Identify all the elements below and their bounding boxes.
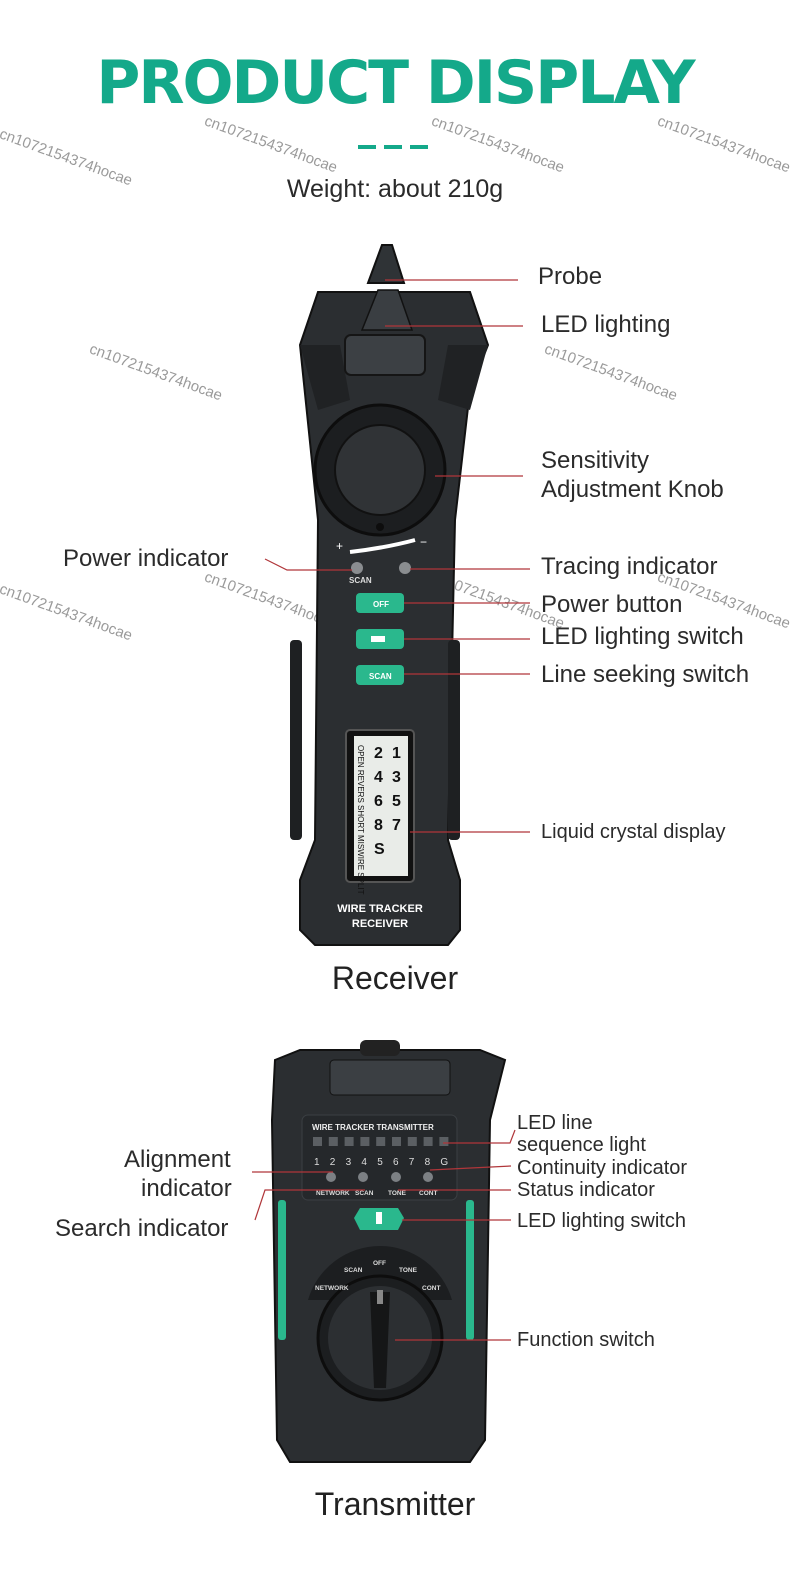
label-status: Status indicator bbox=[517, 1179, 655, 1201]
svg-text:SCAN: SCAN bbox=[349, 576, 372, 585]
led-number: 7 bbox=[409, 1157, 415, 1168]
receiver-caption: Receiver bbox=[331, 960, 459, 996]
label-tracing-indicator: Tracing indicator bbox=[541, 553, 718, 580]
label-knob-line2: Adjustment Knob bbox=[541, 476, 724, 503]
lcd-digit: 7 bbox=[392, 817, 401, 834]
lcd-digit: 4 bbox=[374, 769, 383, 786]
svg-text:WIRE TRACKER: WIRE TRACKER bbox=[337, 903, 423, 915]
led-number: 5 bbox=[377, 1157, 383, 1168]
svg-text:OFF: OFF bbox=[373, 1260, 386, 1267]
led-sequence-light bbox=[344, 1137, 354, 1146]
label-continuity: Continuity indicator bbox=[517, 1157, 688, 1179]
svg-text:RECEIVER: RECEIVER bbox=[352, 918, 408, 930]
receiver-illustration: + − SCAN OFF SCAN 1 3 5 7 2 4 6 8S OPEN REVERS … bbox=[264, 244, 530, 946]
label-led-switch: LED lighting switch bbox=[541, 623, 744, 650]
label-led-line-1: LED line bbox=[517, 1112, 593, 1134]
svg-text:−: − bbox=[420, 535, 427, 549]
label-alignment-1: Alignment bbox=[124, 1146, 231, 1173]
lcd-digit: 3 bbox=[392, 769, 401, 786]
title-divider bbox=[358, 145, 428, 149]
label-alignment-2: indicator bbox=[141, 1175, 232, 1202]
svg-text:OPEN REVERS SHORT MISWIRE SPLI: OPEN REVERS SHORT MISWIRE SPLIT bbox=[356, 745, 365, 895]
label-function-switch: Function switch bbox=[517, 1329, 655, 1351]
label-line-seeking: Line seeking switch bbox=[541, 661, 750, 688]
led-sequence-light bbox=[328, 1137, 338, 1146]
svg-text:WIRE TRACKER TRANSMITTER: WIRE TRACKER TRANSMITTER bbox=[312, 1123, 434, 1132]
label-search: Search indicator bbox=[55, 1215, 229, 1242]
lcd-digit: 6 bbox=[374, 793, 383, 810]
led-sequence-light bbox=[392, 1137, 401, 1146]
svg-text:SCAN: SCAN bbox=[369, 672, 392, 681]
svg-text:TONE: TONE bbox=[399, 1267, 418, 1274]
led-number: 4 bbox=[361, 1157, 367, 1168]
label-tx-led-switch: LED lighting switch bbox=[517, 1210, 686, 1232]
led-sequence-light bbox=[439, 1137, 449, 1146]
lcd-digit: S bbox=[374, 841, 385, 858]
svg-text:SCAN: SCAN bbox=[344, 1267, 363, 1274]
led-sequence-light bbox=[423, 1137, 433, 1146]
page-title: PRODUCT DISPLAY bbox=[96, 48, 695, 118]
svg-text:+: + bbox=[336, 539, 343, 553]
led-sequence-light bbox=[313, 1137, 322, 1146]
led-sequence-light bbox=[376, 1137, 386, 1146]
label-power-indicator: Power indicator bbox=[63, 545, 229, 572]
label-led-lighting: LED lighting bbox=[541, 311, 671, 338]
svg-text:TONE: TONE bbox=[388, 1190, 407, 1197]
lcd-digit: 1 bbox=[392, 745, 401, 762]
lcd-digit: 2 bbox=[374, 745, 383, 762]
label-lcd: Liquid crystal display bbox=[541, 821, 726, 843]
led-sequence-light bbox=[360, 1137, 370, 1146]
lcd-digit: 8 bbox=[374, 817, 383, 834]
led-number: 1 bbox=[314, 1157, 320, 1168]
label-power-button: Power button bbox=[541, 591, 683, 618]
lcd-digit: 5 bbox=[392, 793, 401, 810]
svg-text:NETWORK: NETWORK bbox=[316, 1190, 350, 1197]
label-knob-line1: Sensitivity bbox=[541, 447, 650, 474]
led-sequence-light bbox=[407, 1137, 417, 1146]
led-number: 3 bbox=[346, 1157, 352, 1168]
led-number: 2 bbox=[330, 1157, 336, 1168]
label-probe: Probe bbox=[538, 263, 603, 290]
svg-text:OFF: OFF bbox=[373, 600, 389, 609]
svg-text:CONT: CONT bbox=[419, 1190, 437, 1197]
led-number: 8 bbox=[425, 1157, 431, 1168]
svg-text:CONT: CONT bbox=[422, 1285, 440, 1292]
led-number: G bbox=[440, 1157, 448, 1168]
transmitter-caption: Transmitter bbox=[314, 1486, 476, 1522]
weight-text: Weight: about 210g bbox=[286, 175, 504, 203]
label-led-line-2: sequence light bbox=[517, 1134, 646, 1156]
svg-text:SCAN: SCAN bbox=[355, 1190, 374, 1197]
led-number: 6 bbox=[393, 1157, 399, 1168]
svg-text:NETWORK: NETWORK bbox=[315, 1285, 349, 1292]
